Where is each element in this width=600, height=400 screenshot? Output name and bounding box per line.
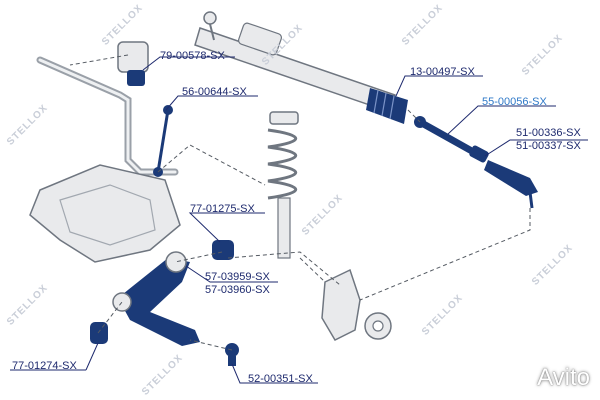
sway-bar bbox=[36, 56, 179, 176]
label-sway-bar-link: 56-00644-SX bbox=[182, 86, 247, 98]
label-control-arm-a: 57-03959-SX bbox=[205, 271, 270, 283]
knuckle-hub-part bbox=[321, 268, 392, 341]
label-subframe-bushing: 77-01275-SX bbox=[190, 203, 255, 215]
arm-bushing-front-part bbox=[90, 322, 108, 344]
subframe-part bbox=[29, 164, 181, 263]
label-arm-bushing-front: 77-01274-SX bbox=[12, 360, 77, 372]
sway-bar-link-part bbox=[153, 105, 173, 177]
subframe-bushing-part bbox=[212, 240, 234, 260]
tie-rod-end-part bbox=[469, 145, 538, 209]
label-inner-tie-rod: 55-00056-SX bbox=[482, 96, 547, 108]
sway-bar-highlight bbox=[38, 58, 177, 174]
ball-joint-part bbox=[225, 343, 239, 366]
steering-boot-part bbox=[366, 88, 408, 124]
sway-bar-bushing-part bbox=[117, 41, 149, 86]
dashed-connectors bbox=[69, 54, 531, 351]
leader-lines bbox=[10, 56, 588, 384]
label-steering-boot: 13-00497-SX bbox=[410, 66, 475, 78]
label-control-arm-b: 57-03960-SX bbox=[205, 284, 270, 296]
label-sway-bar-bushing: 79-00578-SX bbox=[160, 50, 225, 62]
control-arm-part bbox=[112, 251, 200, 346]
label-ball-joint: 52-00351-SX bbox=[248, 373, 313, 385]
avito-watermark: Avito bbox=[537, 364, 590, 391]
label-tie-rod-end-a: 51-00336-SX bbox=[516, 127, 581, 139]
label-tie-rod-end-b: 51-00337-SX bbox=[516, 140, 581, 152]
strut-part bbox=[267, 111, 299, 259]
